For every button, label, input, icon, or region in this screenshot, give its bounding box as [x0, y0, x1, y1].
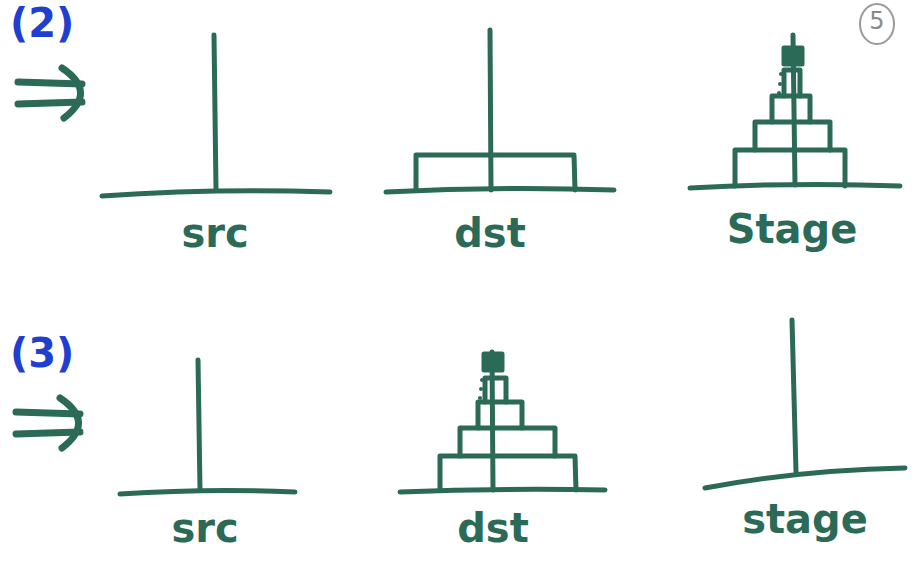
page-number-circle — [860, 4, 894, 44]
peg-label: dst — [454, 210, 526, 256]
peg-label: dst — [457, 505, 529, 551]
peg-label: src — [181, 210, 248, 256]
peg-label: Stage — [727, 206, 858, 252]
page-number: 5 — [869, 8, 884, 36]
peg-label: stage — [742, 496, 868, 542]
peg-stage — [705, 320, 905, 488]
peg-src — [120, 360, 295, 494]
peg-dst-with-disc — [386, 30, 614, 192]
peg-src — [102, 35, 330, 196]
implies-arrow — [18, 68, 82, 118]
implies-arrow — [16, 398, 80, 448]
peg-label: src — [171, 505, 238, 551]
step-number: (2) — [10, 0, 74, 46]
step-number: (3) — [10, 330, 74, 376]
peg-stage-with-pyramid — [690, 35, 900, 188]
peg-dst-with-pyramid — [400, 352, 605, 492]
